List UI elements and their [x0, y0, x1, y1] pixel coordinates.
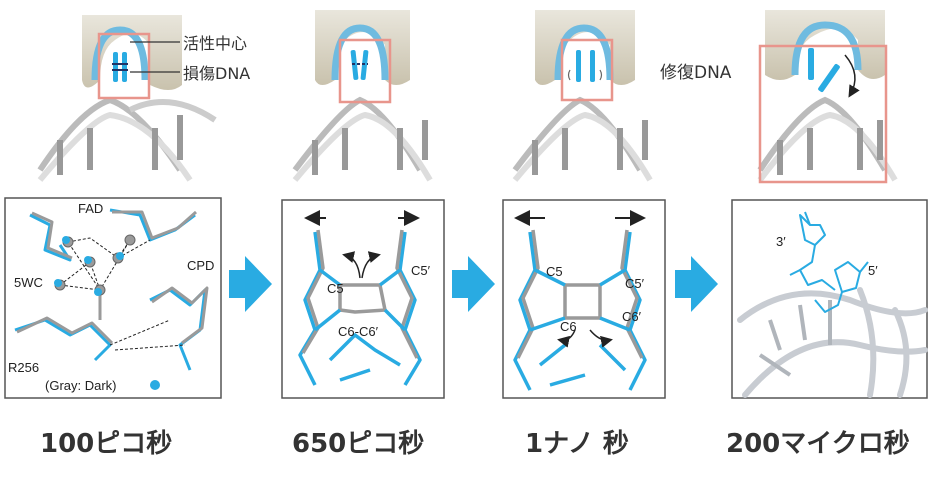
repaired-dna-label: 修復DNA — [660, 63, 732, 83]
r256-label: R256 — [8, 360, 39, 375]
cpd-label: CPD — [187, 258, 214, 273]
c5-prime-label: C5′ — [625, 276, 645, 291]
schematic-1: 活性中心 損傷DNA — [37, 15, 250, 182]
five-prime-label: 5′ — [868, 263, 878, 278]
dna-helix — [37, 96, 217, 182]
c5-prime-label: C5′ — [411, 263, 431, 278]
schematic-4: 修復DNA — [660, 10, 898, 184]
time-label-2: 650ピコ秒 — [292, 429, 424, 459]
c5-label: C5 — [546, 264, 563, 279]
zoom-panel-3: C5 C5′ C6 C6′ — [502, 199, 666, 399]
zoom-panel-1: FAD CPD 5WC R256 (Gray: Dark) — [4, 197, 222, 399]
zoom-panel-4: 3′ 5′ — [731, 199, 928, 399]
fad-label: FAD — [78, 201, 103, 216]
step-arrow-1 — [229, 256, 272, 312]
step-arrow-3 — [675, 256, 718, 312]
time-label-3: 1ナノ 秒 — [525, 429, 629, 459]
three-prime-label: 3′ — [776, 234, 786, 249]
gray-dark-note: (Gray: Dark) — [45, 378, 117, 393]
c6-prime-label: C6′ — [622, 309, 642, 324]
zoom-panel-2: C5 C5′ C6-C6′ — [281, 199, 445, 399]
c6-c6-label: C6-C6′ — [338, 324, 379, 339]
active-site-pocket — [91, 26, 149, 81]
step-arrow-2 — [452, 256, 495, 312]
schematic-3 — [512, 10, 653, 182]
c5-label: C5 — [327, 281, 344, 296]
c6-label: C6 — [560, 319, 577, 334]
highlight-box — [97, 32, 151, 100]
5wc-label: 5WC — [14, 275, 43, 290]
time-label-4: 200マイクロ秒 — [726, 429, 910, 459]
active-center-label: 活性中心 — [183, 34, 247, 53]
damaged-dna-label: 損傷DNA — [183, 64, 250, 83]
schematic-2 — [292, 10, 433, 182]
time-label-1: 100ピコ秒 — [40, 429, 172, 459]
